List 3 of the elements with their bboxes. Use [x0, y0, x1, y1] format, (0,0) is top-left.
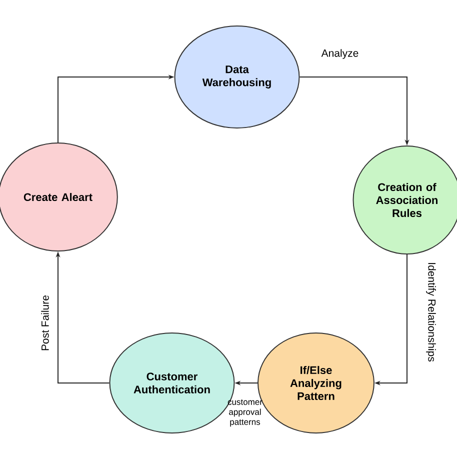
edge-label: Post Failure: [41, 295, 49, 350]
edge-label: Identify Relationships: [426, 263, 436, 362]
edge-label: Analyze: [321, 49, 358, 59]
